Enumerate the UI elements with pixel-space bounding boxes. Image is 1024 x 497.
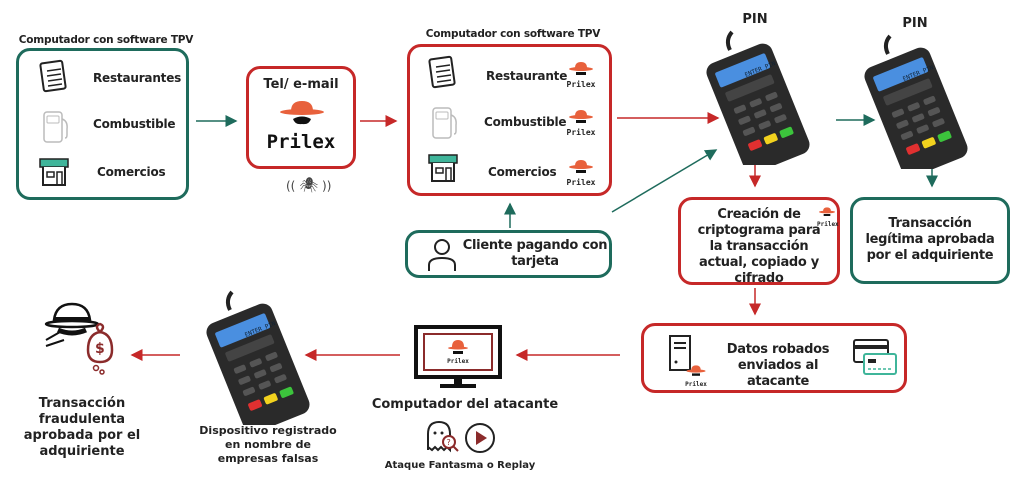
prilex-logo-text: Prilex [266,131,336,153]
store-icon [426,151,460,189]
pos-box-1: Restaurantes Combustible Comercios [16,48,189,200]
pos-item-label: Combustible [93,117,176,131]
prilex-badge: Prilex [817,202,839,228]
pin-pad-device: ENTER PIN [858,34,978,178]
client-box: Cliente pagando con tarjeta [405,230,612,278]
svg-text:$: $ [95,341,105,357]
user-icon [426,237,458,277]
pos-box-2-caption: Computador con software TPV [425,28,601,40]
menu-clipboard-icon [428,55,458,93]
fake-pin-pad-device: ENTER PIN [200,290,320,434]
attacker-monitor-icon: Prilex [414,325,502,395]
prilex-badge: Prilex [566,159,596,187]
attacker-screen-badge: Prilex [447,358,469,365]
pos-item-label: Combustible [484,115,567,129]
pos-item-label: Comercios [97,165,166,179]
prilex-logo [279,99,325,135]
store-icon [37,155,71,193]
pos-item-label: Comercios [488,165,557,179]
bug-icon: (( 🕷 )) [286,176,332,194]
infection-box: Tel/ e-mail Prilex [246,66,356,169]
pin-label: PIN [902,16,928,31]
cryptogram-box: Creación de criptograma para la transacc… [678,197,840,286]
pos-item-label: Restaurantes [93,71,182,85]
fraud-result-label: Transacción fraudulenta aprobada por el … [23,396,141,459]
legit-box: Transacción legítima aprobada por el adq… [850,197,1010,284]
prilex-badge: Prilex [566,109,596,137]
stolen-data-text: Datos robados enviados al atacante [726,342,830,389]
stolen-data-box: Prilex Datos robados enviados al atacant… [641,323,907,393]
pos-box-2: Restaurante Prilex Combustible Prilex Co… [407,44,612,196]
ghost-icon: ? [424,420,460,458]
client-box-text: Cliente pagando con tarjeta [462,238,608,269]
fuel-pump-icon [430,105,460,145]
hacker-money-icon: $ [40,300,120,384]
credit-card-icon [852,338,900,382]
prilex-badge: Prilex [566,61,596,89]
arrow-client-to-pin [611,149,718,213]
fuel-pump-icon [41,109,71,149]
menu-clipboard-icon [39,59,69,97]
server-icon [668,334,692,376]
fake-device-label: Dispositivo registrado en nombre de empr… [199,424,337,465]
pin-pad-device: ENTER PIN [700,30,820,174]
attack-type-label: Ataque Fantasma o Replay [384,460,536,471]
svg-text:?: ? [447,438,451,447]
pos-box-1-caption: Computador con software TPV [18,34,194,46]
replay-icon [464,422,496,458]
infection-title: Tel/ e-mail [263,77,339,92]
prilex-badge: Prilex [684,362,708,388]
attacker-pc-label: Computador del atacante [371,397,559,412]
pos-item-label: Restaurante [486,69,568,83]
cryptogram-box-text: Creación de criptograma para la transacc… [697,207,821,286]
pin-label: PIN [742,12,768,27]
legit-box-text: Transacción legítima aprobada por el adq… [865,216,995,263]
